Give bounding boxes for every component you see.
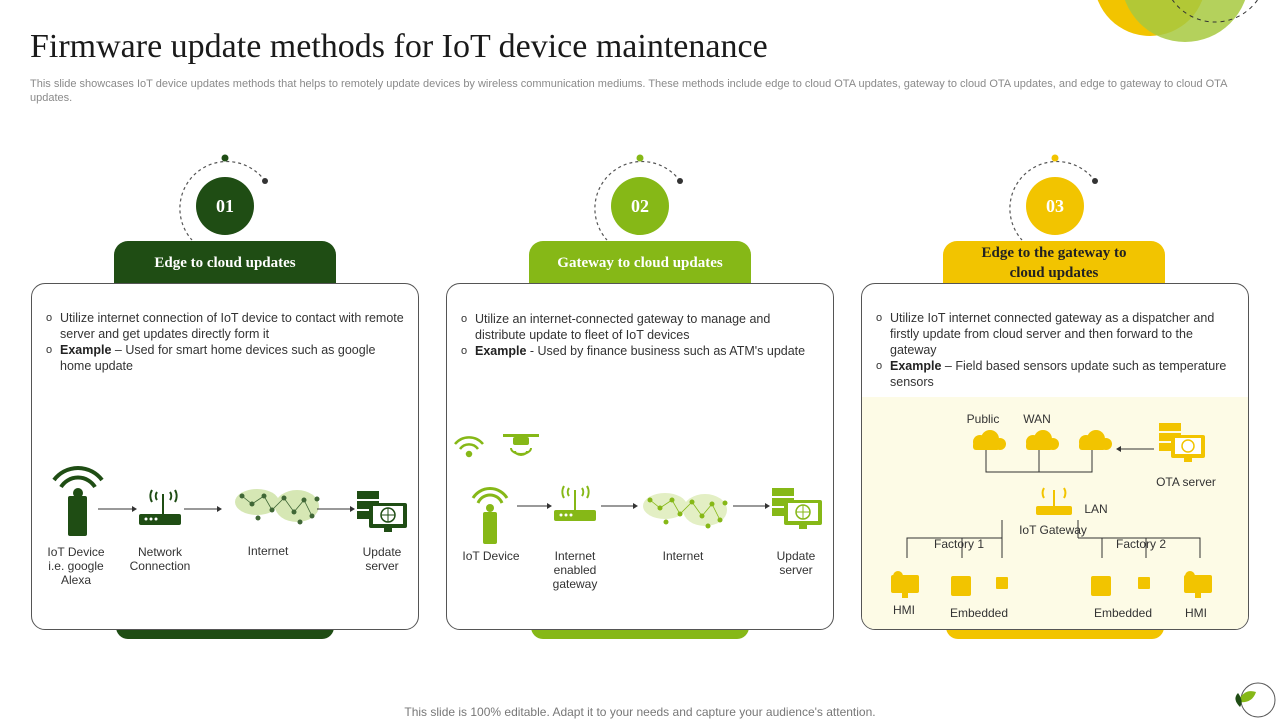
- method-title-edge-to-cloud: Edge to cloud updates: [114, 241, 336, 285]
- label-wan: WAN: [1023, 412, 1051, 426]
- label-iot-device: IoT Device i.e. google Alexa: [47, 545, 105, 587]
- gateway-to-cloud-diagram: [454, 434, 822, 544]
- bullet-item: Utilize an internet-connected gateway to…: [461, 311, 819, 343]
- bullet-item: Example – Used for smart home devices su…: [46, 342, 404, 374]
- page-title: Firmware update methods for IoT device m…: [30, 28, 768, 65]
- method-card-3: Utilize IoT internet connected gateway a…: [861, 283, 1249, 630]
- method-2-bullets: Utilize an internet-connected gateway to…: [461, 311, 819, 359]
- bullet-item: Utilize internet connection of IoT devic…: [46, 310, 404, 342]
- cloud-icon: [973, 430, 1112, 450]
- step-number-03: 03: [1026, 177, 1084, 235]
- method-title-edge-gateway-cloud: Edge to the gateway to cloud updates: [943, 241, 1165, 285]
- method-1-bullets: Utilize internet connection of IoT devic…: [46, 310, 404, 374]
- bullet-text: Utilize an internet-connected gateway to…: [475, 312, 771, 342]
- label-hmi: HMI: [893, 603, 915, 617]
- example-label: Example: [475, 344, 527, 358]
- label-hmi: HMI: [1185, 606, 1207, 620]
- example-text: - Used by finance business such as ATM's…: [526, 344, 806, 358]
- label-factory-1: Factory 1: [933, 537, 984, 551]
- wifi-icon: [454, 436, 484, 458]
- label-network-connection: Network Connection: [129, 545, 191, 573]
- hmi-icon: [1184, 571, 1212, 598]
- label-iot-device: IoT Device: [462, 549, 520, 563]
- embedded-chip-icon: [951, 576, 1150, 596]
- label-embedded: Embedded: [949, 606, 1009, 620]
- network-router-icon: [139, 489, 181, 525]
- internet-map-icon: [643, 493, 728, 529]
- label-update-server: Update server: [776, 549, 816, 577]
- step-number-02: 02: [611, 177, 669, 235]
- drone-icon: [503, 434, 539, 456]
- bullet-item: Example - Used by finance business such …: [461, 343, 819, 359]
- example-text: – Used for smart home devices such as go…: [60, 343, 376, 373]
- edge-to-cloud-diagram: [52, 466, 407, 536]
- method-card-1: Utilize internet connection of IoT devic…: [31, 283, 419, 630]
- ota-server-icon: [1159, 423, 1205, 462]
- bullet-item: Example – Field based sensors update suc…: [876, 358, 1234, 390]
- example-text: – Field based sensors update such as tem…: [890, 359, 1227, 389]
- method-card-2: Utilize an internet-connected gateway to…: [446, 283, 834, 630]
- label-iot-gateway: IoT Gateway: [1019, 523, 1087, 537]
- label-public: Public: [966, 412, 1000, 426]
- label-factory-2: Factory 2: [1115, 537, 1166, 551]
- label-internet: Internet: [662, 549, 704, 563]
- method-3-bullets: Utilize IoT internet connected gateway a…: [876, 310, 1234, 390]
- example-label: Example: [60, 343, 112, 357]
- label-embedded: Embedded: [1093, 606, 1153, 620]
- label-internet: Internet: [247, 544, 289, 558]
- update-server-icon: [357, 491, 407, 532]
- hmi-icon: [891, 571, 919, 598]
- bullet-item: Utilize IoT internet connected gateway a…: [876, 310, 1234, 358]
- label-lan: LAN: [1084, 502, 1108, 516]
- lan-router-icon: [1036, 487, 1072, 515]
- internet-map-icon: [235, 489, 320, 525]
- label-update-server: Update server: [362, 545, 402, 573]
- gateway-router-icon: [554, 485, 596, 521]
- example-label: Example: [890, 359, 942, 373]
- page-subtitle: This slide showcases IoT device updates …: [30, 78, 1227, 104]
- label-internet-enabled-gateway: Internet enabled gateway: [552, 549, 598, 591]
- method-title-gateway-to-cloud: Gateway to cloud updates: [529, 241, 751, 285]
- step-number-01: 01: [196, 177, 254, 235]
- bullet-text: Utilize internet connection of IoT devic…: [60, 311, 404, 341]
- iot-device-icon: [52, 466, 104, 536]
- iot-device-icon: [471, 487, 509, 544]
- bullet-text: Utilize IoT internet connected gateway a…: [890, 311, 1215, 357]
- footer-note: This slide is 100% editable. Adapt it to…: [404, 705, 876, 719]
- label-ota-server: OTA server: [1156, 475, 1216, 489]
- update-server-icon: [772, 488, 822, 529]
- edge-gateway-cloud-diagram: [891, 423, 1212, 598]
